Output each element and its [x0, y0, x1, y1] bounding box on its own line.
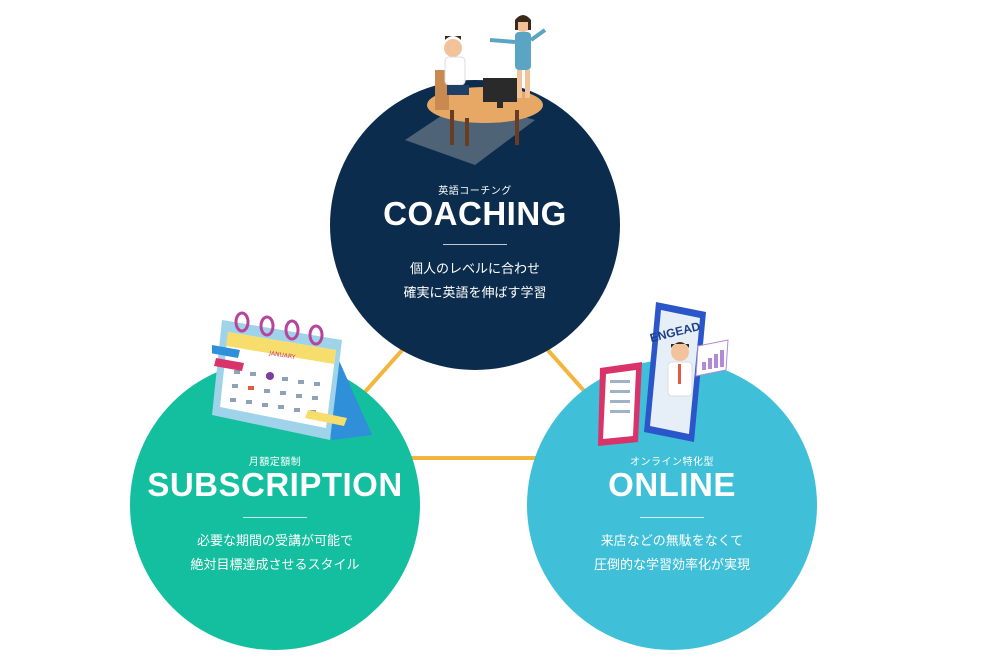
coaching-desc-line-1: 個人のレベルに合わせ: [330, 258, 620, 282]
coaching-description: 個人のレベルに合わせ 確実に英語を伸ばす学習: [330, 258, 620, 306]
subscription-divider: [243, 517, 307, 518]
online-desc-line-1: 来店などの無駄をなくて: [527, 530, 817, 554]
calendar-illustration: JANUARY: [212, 300, 377, 450]
coaching-divider: [443, 244, 507, 245]
online-title: ONLINE: [527, 466, 817, 504]
subscription-description: 必要な期間の受講が可能で 絶対目標達成させるスタイル: [130, 530, 420, 578]
subscription-title: SUBSCRIPTION: [130, 466, 420, 504]
subscription-desc-line-2: 絶対目標達成させるスタイル: [130, 554, 420, 578]
phone-lesson-illustration: ENGEAD: [598, 296, 738, 446]
online-divider: [640, 517, 704, 518]
coaching-title: COACHING: [330, 195, 620, 233]
subscription-desc-line-1: 必要な期間の受講が可能で: [130, 530, 420, 554]
coaching-desk-illustration: [395, 10, 555, 170]
online-description: 来店などの無駄をなくて 圧倒的な学習効率化が実現: [527, 530, 817, 578]
online-desc-line-2: 圧倒的な学習効率化が実現: [527, 554, 817, 578]
